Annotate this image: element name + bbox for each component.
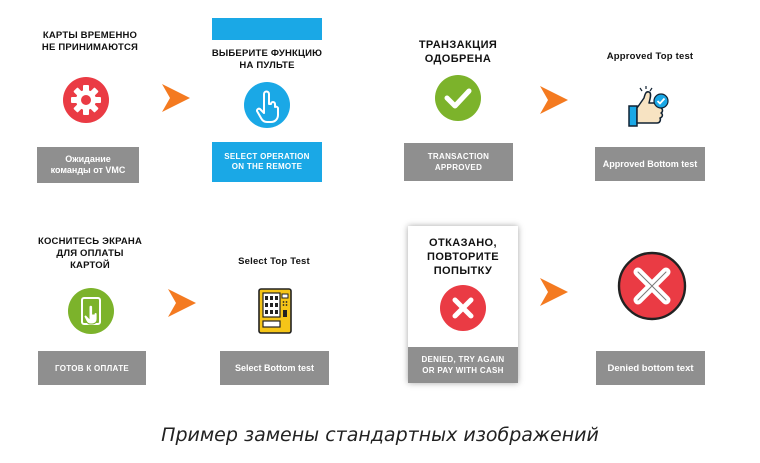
tap-screen-icon — [68, 288, 114, 334]
vending-machine-icon — [258, 288, 292, 334]
image-caption: Пример замены стандартных изображений — [161, 424, 599, 446]
panel-title: КАРТЫ ВРЕМЕННО НЕ ПРИНИМАЮТСЯ — [41, 30, 139, 53]
arrow-right-icon — [168, 289, 196, 317]
x-circle-icon — [617, 251, 687, 321]
checkmark-icon — [435, 75, 481, 121]
panel-title: ТРАНЗАКЦИЯ ОДОБРЕНА — [418, 39, 498, 65]
x-icon — [440, 285, 486, 331]
panel-title: ОТКАЗАНО, ПОВТОРИТЕ ПОПЫТКУ — [427, 237, 499, 277]
status-button: Ожидание команды от VMC — [37, 147, 139, 183]
arrow-right-icon — [540, 86, 568, 114]
status-button: ГОТОВ К ОПЛАТЕ — [38, 351, 146, 385]
arrow-right-icon — [540, 278, 568, 306]
hand-pointer-icon — [244, 82, 290, 128]
panel-title: Approved Top test — [606, 51, 694, 62]
panel-title: ВЫБЕРИТЕ ФУНКЦИЮ НА ПУЛЬТЕ — [211, 48, 323, 71]
status-button: Denied bottom text — [596, 351, 705, 385]
status-button: Approved Bottom test — [595, 147, 705, 181]
arrow-right-icon — [162, 84, 190, 112]
status-button: Select Bottom test — [220, 351, 329, 385]
status-button: SELECT OPERATION ON THE REMOTE — [212, 142, 322, 182]
panel-denied-card: ОТКАЗАНО, ПОВТОРИТЕ ПОПЫТКУ DENIED, TRY … — [408, 226, 518, 383]
panel-title: Select Top Test — [238, 256, 310, 267]
status-button: TRANSACTION APPROVED — [404, 143, 513, 181]
thumbs-up-icon — [628, 86, 669, 127]
gear-icon — [63, 77, 109, 123]
status-button: DENIED, TRY AGAIN OR PAY WITH CASH — [408, 347, 518, 383]
panel-title: КОСНИТЕСЬ ЭКРАНА ДЛЯ ОПЛАТЫ КАРТОЙ — [37, 236, 143, 271]
header-bar — [212, 18, 322, 40]
